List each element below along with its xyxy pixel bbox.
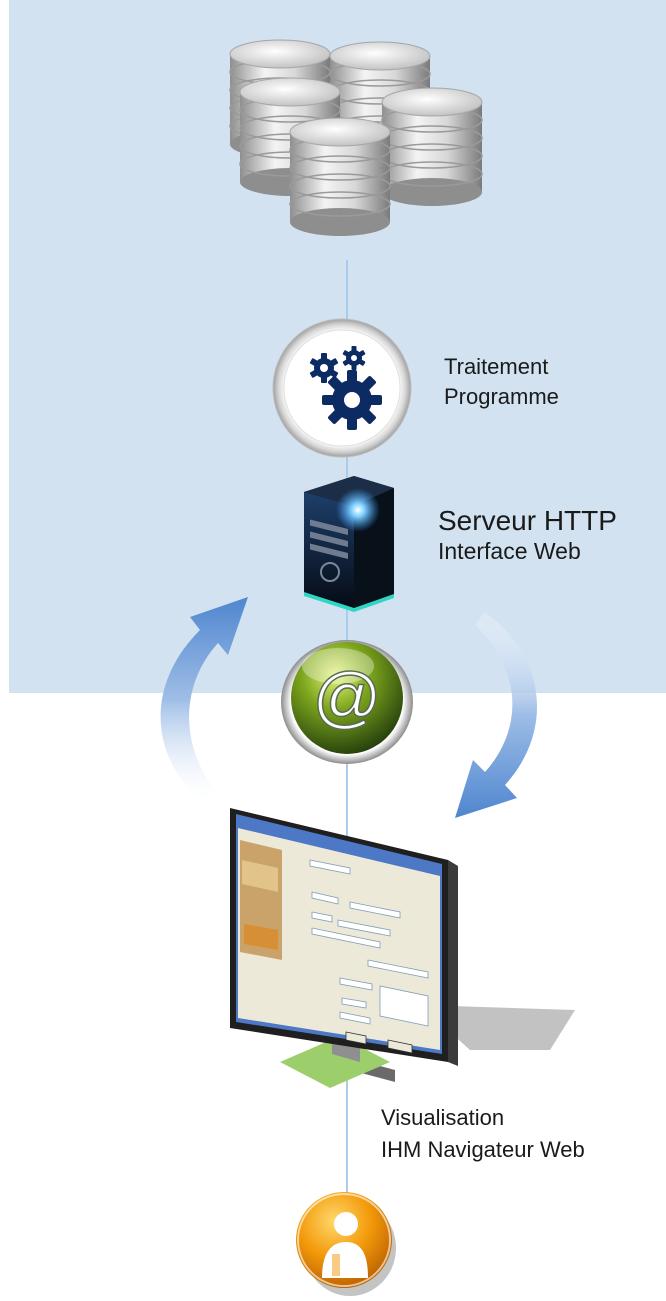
- visualisation-label-line1: Visualisation: [381, 1105, 505, 1130]
- right-curved-arrow-icon: [455, 612, 538, 818]
- http-server-label-line2: Interface Web: [438, 538, 581, 564]
- http-server-label-line1: Serveur HTTP: [438, 505, 617, 536]
- monitor-icon: [230, 808, 575, 1088]
- http-server-label: Serveur HTTP Interface Web: [438, 505, 617, 565]
- processing-label-line1: Traitement: [444, 354, 549, 379]
- visualisation-label: Visualisation IHM Navigateur Web: [381, 1102, 585, 1166]
- database-cluster-icon: [229, 39, 483, 237]
- at-sign-icon: @: [281, 640, 413, 764]
- server-tower-icon: [304, 476, 394, 612]
- user-icon: [296, 1192, 396, 1296]
- processing-label-line2: Programme: [444, 384, 559, 409]
- left-curved-arrow-icon: [160, 597, 248, 800]
- processing-label: Traitement Programme: [444, 352, 559, 412]
- gears-icon: [272, 318, 412, 458]
- at-sign-glyph: @: [312, 659, 381, 735]
- visualisation-label-line2: IHM Navigateur Web: [381, 1137, 585, 1162]
